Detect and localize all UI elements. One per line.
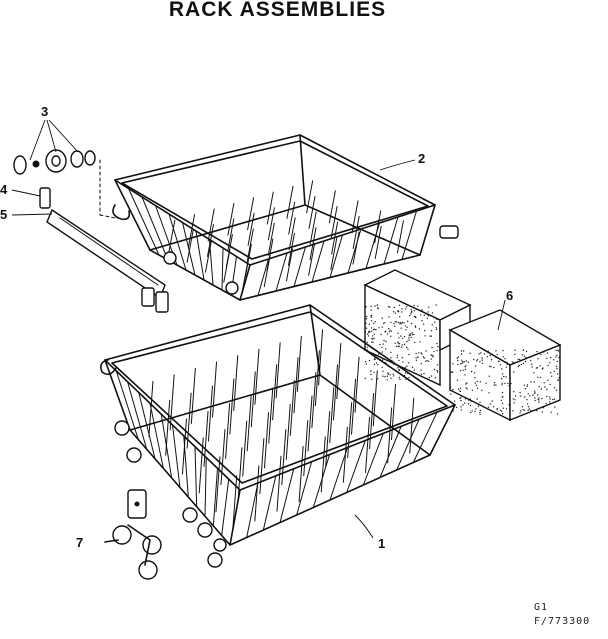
diagram-title: RACK ASSEMBLIES: [168, 0, 387, 21]
wheel-assembly: [104, 489, 162, 580]
part-number-code: F/773300: [534, 616, 591, 627]
callout-5: 5: [0, 207, 8, 222]
silverware-basket: [363, 269, 562, 422]
callout-7: 7: [76, 535, 84, 550]
leader-lines: [11, 119, 506, 539]
upper-rack: [112, 134, 459, 301]
callout-4: 4: [0, 182, 8, 197]
callout-3: 3: [41, 104, 49, 119]
figure-code: G1: [534, 602, 549, 613]
callout-2: 2: [418, 151, 426, 166]
rail-assembly: [13, 149, 169, 313]
callout-6: 6: [506, 288, 514, 303]
callout-1: 1: [378, 536, 386, 551]
lower-rack: [100, 304, 456, 568]
